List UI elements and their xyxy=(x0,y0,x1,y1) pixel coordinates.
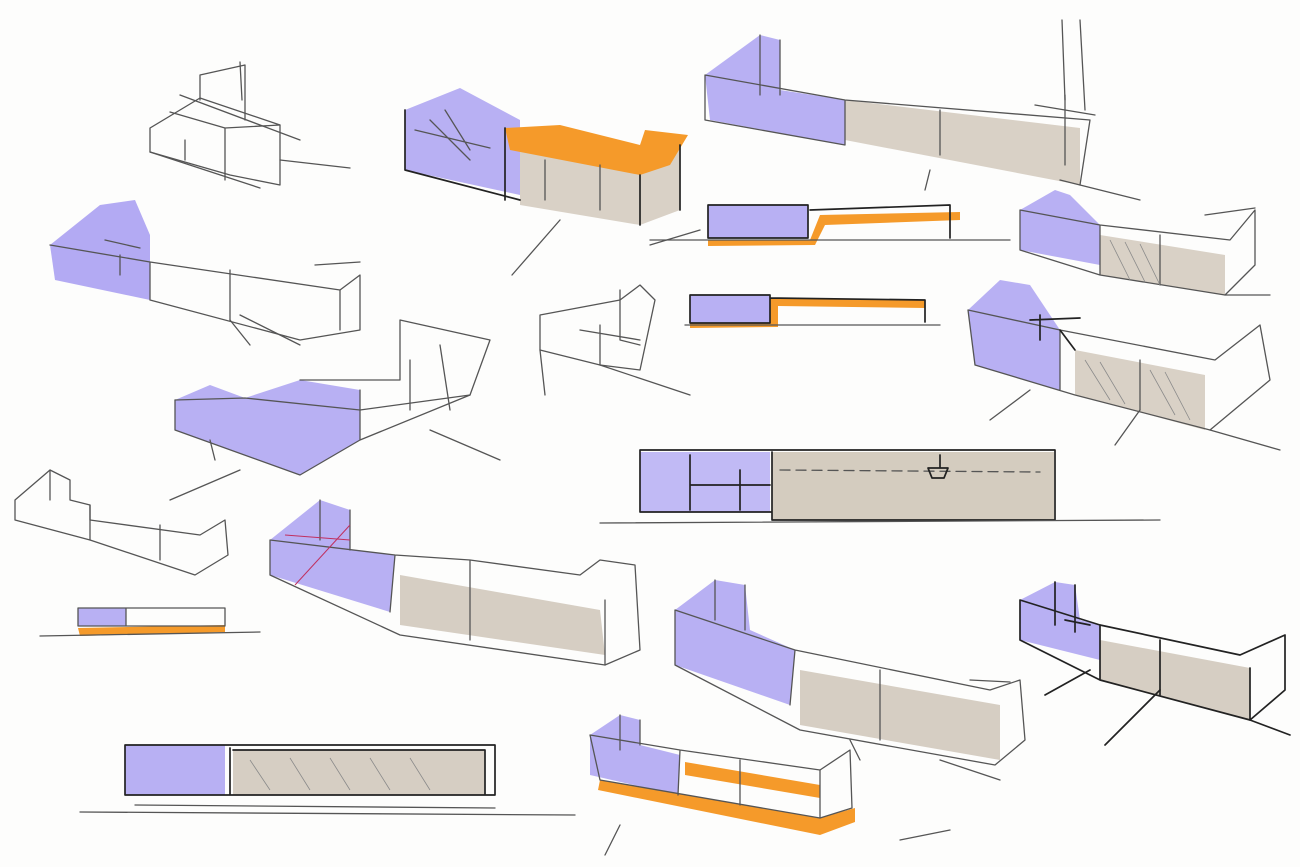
desk-sketch-4 xyxy=(49,200,361,346)
orange-countertop xyxy=(708,212,960,246)
violet-glass-volume xyxy=(125,745,225,795)
violet-glass-volume xyxy=(1020,582,1100,660)
violet-glass-volume xyxy=(968,280,1060,390)
desk-sketch-12 xyxy=(14,469,229,576)
orange-panel-band xyxy=(685,762,820,798)
desk-sketch-6 xyxy=(1019,190,1271,296)
violet-glass-volume xyxy=(50,200,150,300)
orange-countertop xyxy=(690,298,925,328)
orange-countertop xyxy=(598,780,855,835)
desk-sketch-15 xyxy=(674,579,1026,781)
desk-sketch-5 xyxy=(649,204,1011,246)
taupe-front-panel xyxy=(1100,235,1225,295)
desk-sketch-11 xyxy=(599,449,1161,524)
desk-sketch-3 xyxy=(704,19,1141,201)
violet-glass-volume xyxy=(270,500,395,612)
desk-sketch-13 xyxy=(269,499,641,666)
violet-glass-volume xyxy=(1020,190,1100,265)
violet-glass-volume xyxy=(640,452,770,512)
desk-sketch-10 xyxy=(169,319,501,501)
desk-sketch-8 xyxy=(684,294,941,328)
desk-sketch-7 xyxy=(539,284,691,396)
violet-glass-volume xyxy=(705,35,845,145)
taupe-front-panel xyxy=(400,575,605,655)
desk-sketch-14 xyxy=(39,607,261,637)
taupe-front-panel xyxy=(845,100,1080,185)
desk-sketch-9 xyxy=(967,280,1281,451)
violet-glass-volume xyxy=(78,608,126,626)
violet-glass-volume xyxy=(708,205,808,238)
desk-sketch-17 xyxy=(79,744,576,816)
taupe-front-panel xyxy=(800,670,1000,760)
taupe-front-panel xyxy=(233,750,485,795)
desk-sketch-2 xyxy=(404,88,701,276)
orange-countertop xyxy=(505,125,688,175)
taupe-front-panel xyxy=(1100,640,1250,720)
violet-glass-volume xyxy=(675,580,795,705)
desk-sketch-18 xyxy=(589,714,951,856)
desk-sketch-16 xyxy=(1019,581,1291,746)
violet-glass-volume xyxy=(690,295,770,323)
violet-glass-volume xyxy=(590,715,680,795)
taupe-front-panel xyxy=(772,452,1054,520)
desk-sketch-1 xyxy=(149,61,351,189)
violet-glass-volume xyxy=(175,380,360,475)
orange-countertop xyxy=(78,625,225,636)
